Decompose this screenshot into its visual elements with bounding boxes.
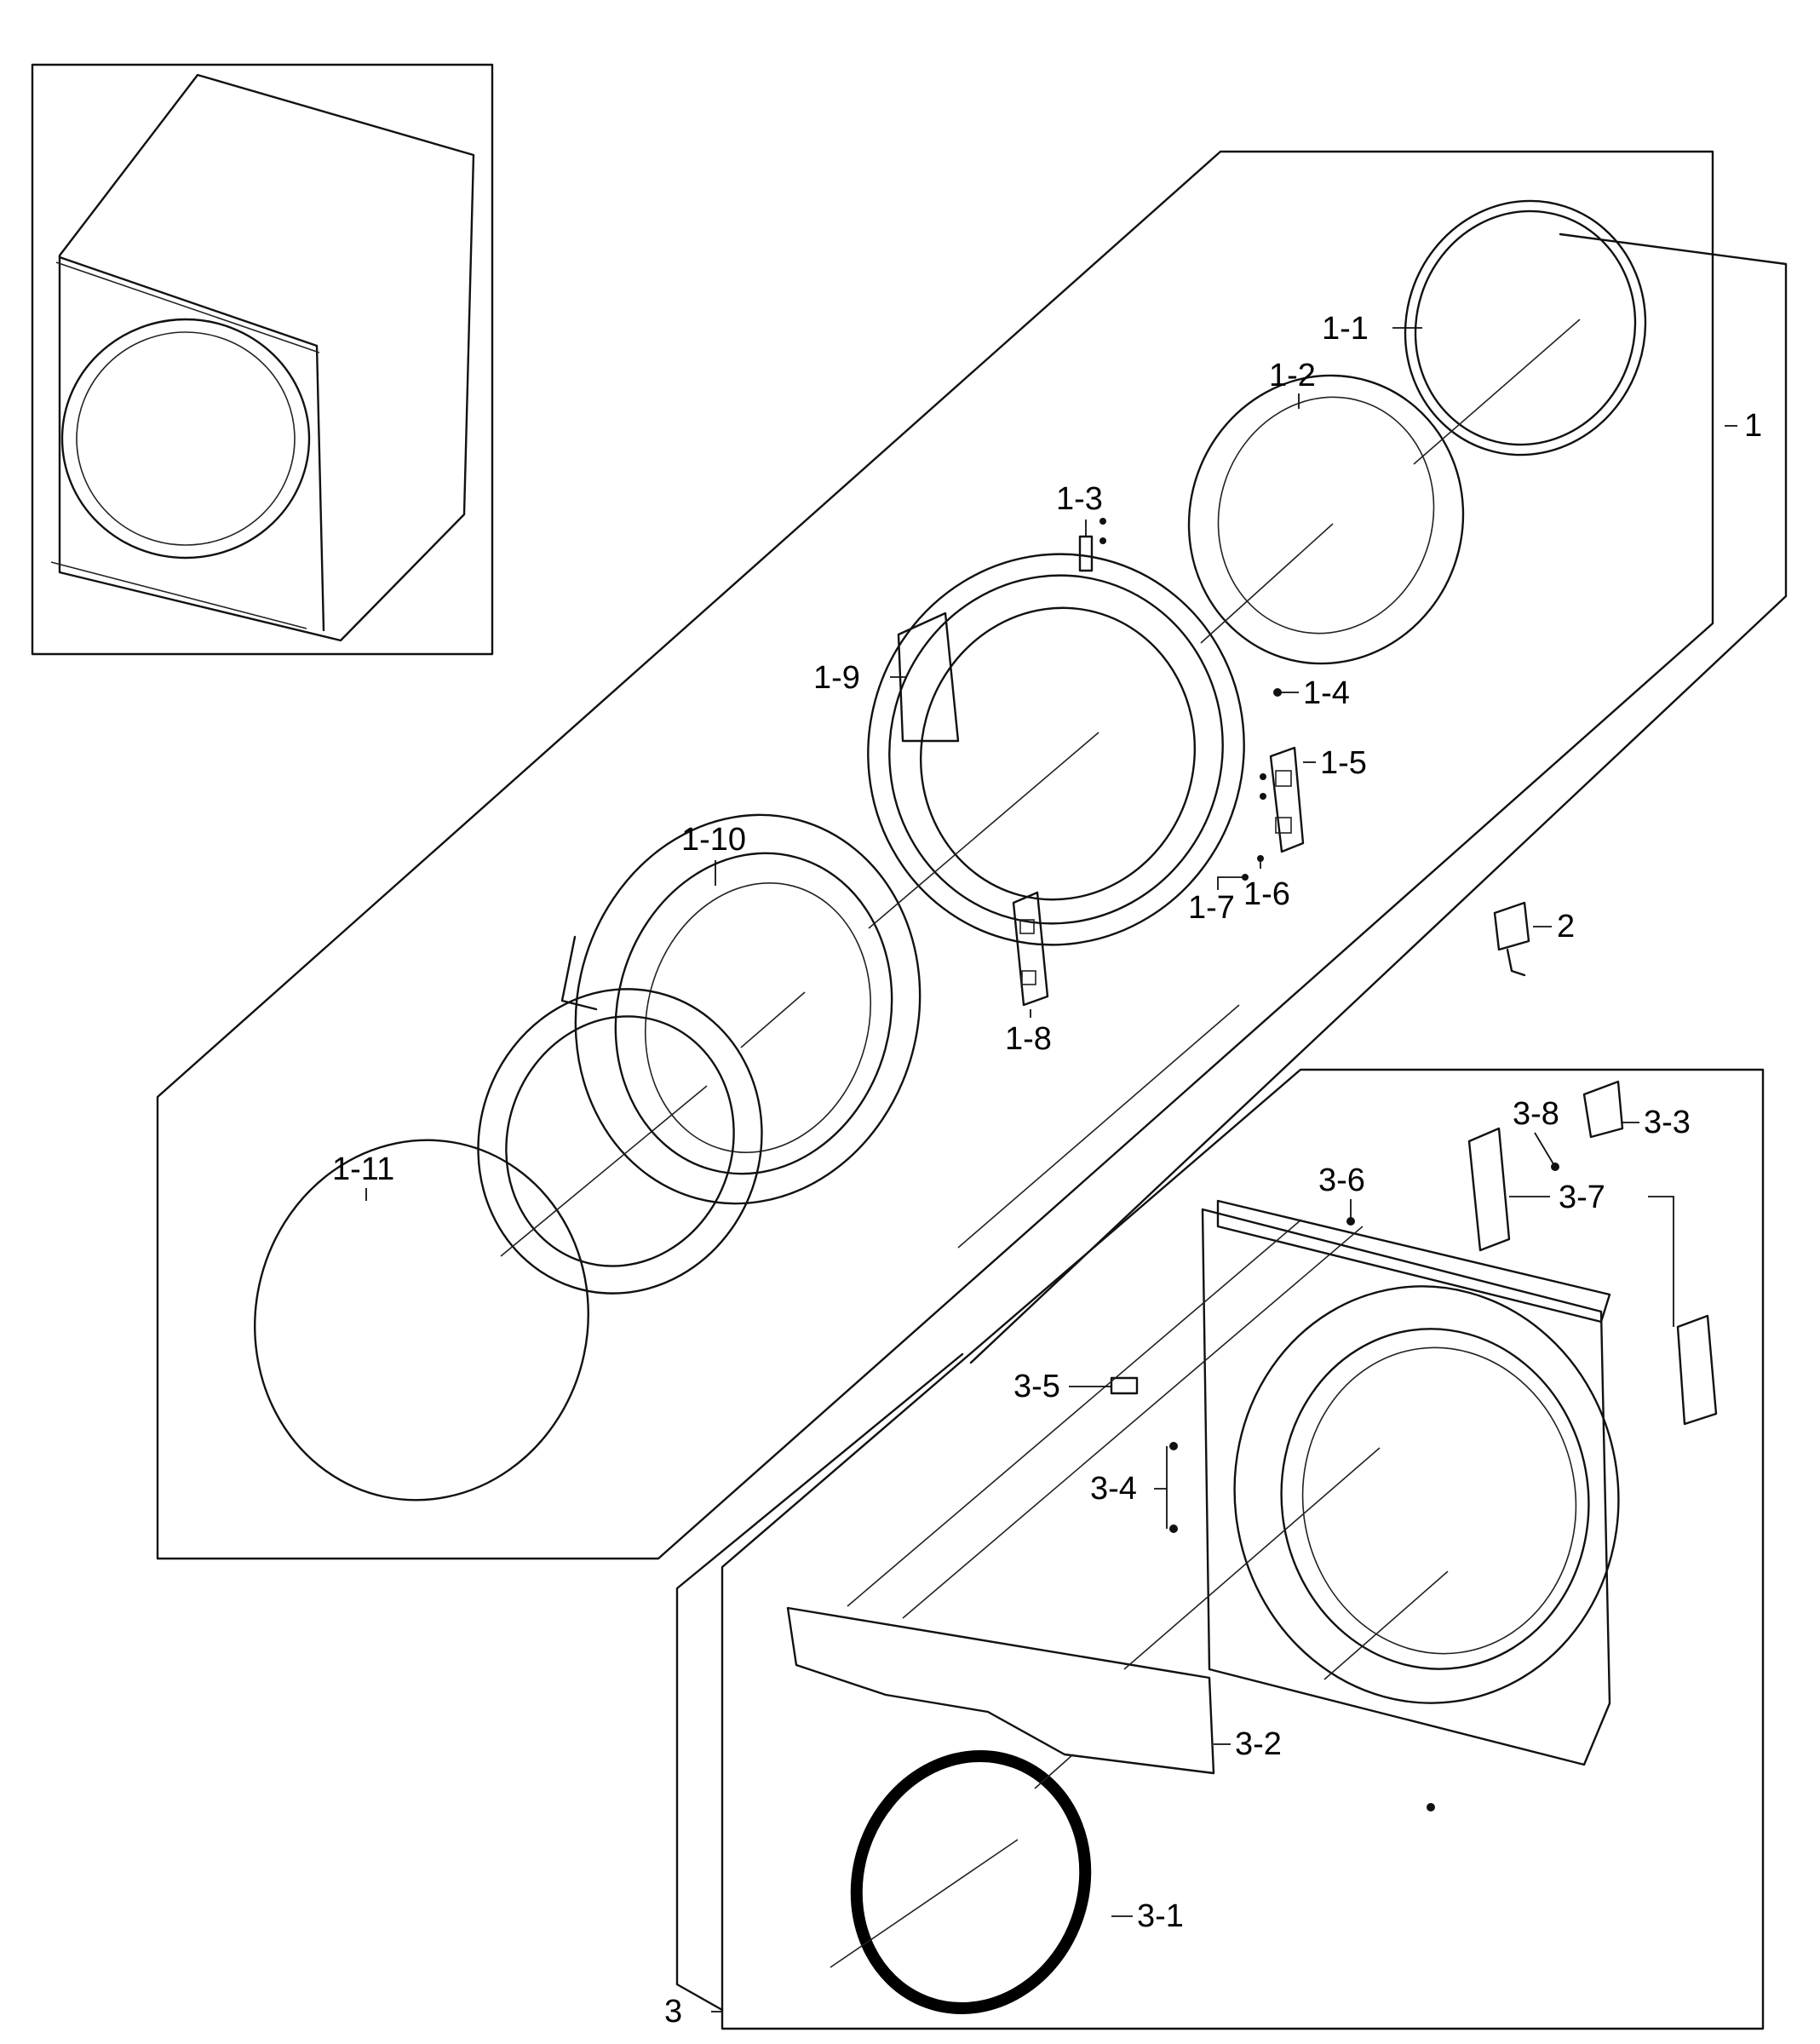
part-bottom-screw [1427, 1803, 1435, 1811]
label-1-9: 1-9 [813, 660, 860, 696]
inset-front-edge [58, 256, 325, 632]
label-1-3: 1-3 [1056, 481, 1103, 517]
part-3-7-bracket-left [1467, 1127, 1511, 1252]
label-1-7: 1-7 [1188, 890, 1235, 926]
label-3-2: 3-2 [1235, 1726, 1282, 1762]
label-3-6: 3-6 [1318, 1163, 1365, 1198]
label-1-2: 1-2 [1269, 358, 1316, 393]
label-1-4: 1-4 [1303, 675, 1350, 711]
label-3: 3 [664, 1994, 682, 2030]
label-1-1: 1-1 [1322, 311, 1369, 347]
label-2: 2 [1557, 909, 1575, 944]
inset-door-inner [76, 331, 296, 546]
label-3-8: 3-8 [1513, 1096, 1559, 1132]
callout-labels: 1 1-1 1-2 1-3 1-4 1-5 1-6 1-7 1-8 1-9 1-… [332, 311, 1762, 2030]
label-1-6: 1-6 [1243, 876, 1290, 912]
part-3-5-clip [1110, 1376, 1139, 1395]
group-3-bracket [675, 1352, 964, 2012]
label-1-5: 1-5 [1320, 745, 1367, 781]
part-1-8-hinge-plate [1012, 891, 1049, 1007]
label-1-8: 1-8 [1005, 1021, 1052, 1057]
inset-door-outer [60, 318, 311, 560]
part-3-2-trim [786, 1606, 1215, 1775]
callout-leaders [365, 327, 1737, 2012]
label-1: 1 [1744, 408, 1762, 444]
door-assembly-boundary [156, 150, 1714, 1560]
part-3-4-screw-upper [1169, 1442, 1178, 1450]
part-2-latch [1493, 901, 1530, 977]
part-1-2-glass [1187, 374, 1465, 665]
inset-cabinet [58, 73, 475, 642]
inset-base [50, 561, 307, 629]
part-1-11-glass-cover [254, 1139, 589, 1501]
label-3-5: 3-5 [1013, 1369, 1060, 1404]
front-panel-boundary [721, 1068, 1765, 2030]
group-1-bracket [969, 233, 1788, 1364]
label-3-4: 3-4 [1090, 1471, 1137, 1507]
label-1-10: 1-10 [681, 822, 746, 858]
part-1-1-ring [1404, 199, 1647, 456]
label-3-1: 3-1 [1137, 1898, 1184, 1934]
part-door-trim-ring [477, 988, 763, 1295]
label-3-3: 3-3 [1644, 1105, 1691, 1140]
label-1-11: 1-11 [332, 1151, 394, 1187]
part-3-7-bracket-right [1676, 1314, 1718, 1426]
label-3-7: 3-7 [1559, 1180, 1605, 1215]
part-1-5-hinge [1260, 746, 1305, 853]
part-1-3-hinge-part [1078, 518, 1106, 572]
part-3-4-screw-lower [1169, 1524, 1178, 1533]
inset-frame [31, 63, 494, 656]
inset-assembled-view [31, 63, 494, 656]
inset-control-panel [55, 261, 320, 353]
part-3-3-switch [1582, 1080, 1624, 1139]
part-1-10-outer-cover [560, 813, 921, 1205]
alignment-lines [500, 319, 1581, 1968]
part-1-9-door-frame [867, 553, 1245, 946]
part-front-panel [1201, 1199, 1620, 1766]
part-3-1-seal-ring [850, 1749, 1092, 2015]
